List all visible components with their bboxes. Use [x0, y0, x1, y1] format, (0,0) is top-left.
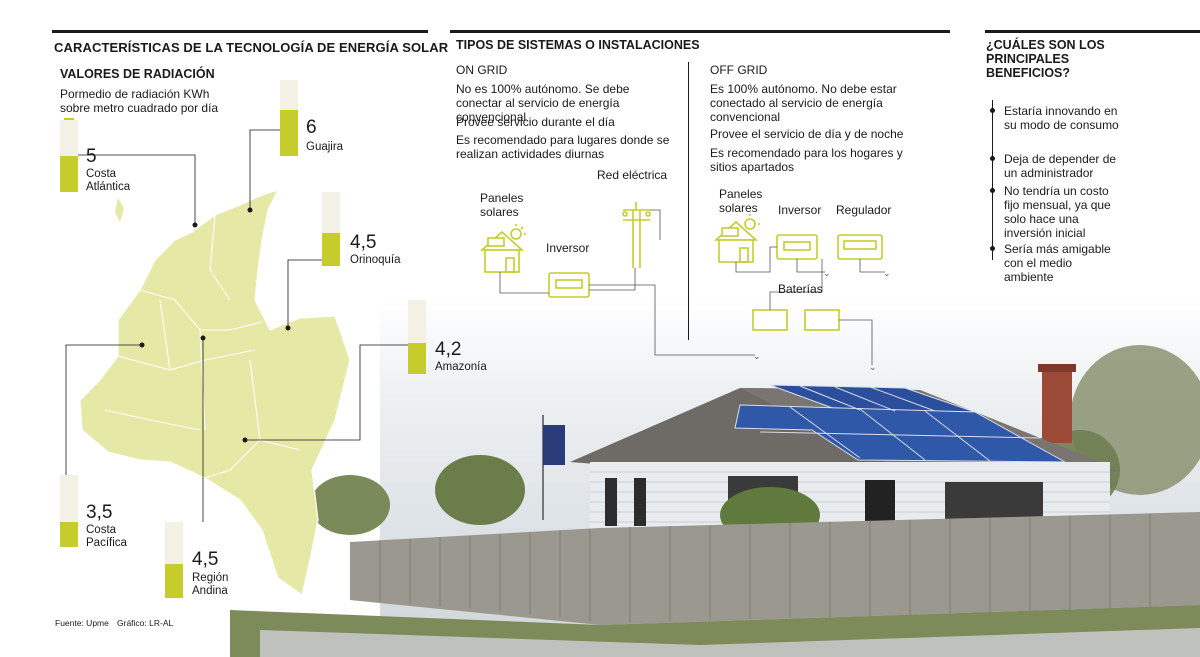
graphic-credit: Gráfico: LR-AL [117, 618, 174, 628]
window [634, 478, 646, 526]
bullet-icon [990, 156, 995, 161]
bar-fill [280, 110, 298, 156]
road [260, 628, 1200, 657]
benefit-item: Estaría innovando en su modo de consumo [1004, 104, 1119, 132]
sun-icon [744, 214, 760, 230]
window [605, 478, 617, 526]
grid-label: Red eléctrica [597, 168, 668, 182]
bullet-icon [990, 246, 995, 251]
benefits-heading: ¿CUÁLES SON LOS PRINCIPALES BENEFICIOS? [986, 38, 1105, 80]
solar-panels [734, 384, 1066, 463]
on-grid-point: Es recomendado para lugares donde se rea… [456, 133, 670, 161]
bar-fill [408, 342, 426, 374]
bar-fill [60, 156, 78, 192]
region-value: 6 [306, 117, 317, 138]
region-name: Costa Atlántica [86, 168, 131, 193]
bar-track [60, 120, 78, 192]
radiation-heading: VALORES DE RADIACIÓN [60, 67, 215, 81]
chimney [1042, 368, 1072, 443]
fence [350, 512, 1200, 625]
regulator-label: Regulador [836, 203, 892, 217]
on-grid-point: No es 100% autónomo. Se debe conectar al… [456, 82, 630, 124]
svg-text:⌄: ⌄ [823, 268, 831, 278]
bar-fill [60, 521, 78, 547]
tree [310, 475, 390, 535]
bar-track [408, 300, 426, 374]
region-name: Orinoquía [350, 254, 401, 266]
bar-fill [165, 563, 183, 598]
callout-lines [65, 129, 408, 522]
svg-text:⌄: ⌄ [869, 362, 877, 372]
bar-track [60, 475, 78, 547]
svg-text:⌄: ⌄ [883, 268, 891, 278]
svg-text:⌄: ⌄ [753, 351, 761, 361]
battery-icon [752, 309, 788, 331]
system-diagrams: ⌄ ⌄ ⌄ ⌄ [479, 202, 891, 372]
inverter-icon [548, 272, 590, 298]
page-title: CARACTERÍSTICAS DE LA TECNOLOGÍA DE ENER… [54, 40, 449, 55]
off-grid-point: Es 100% autónomo. No debe estar conectad… [710, 82, 897, 124]
column-divider [688, 62, 689, 340]
on-grid-panels-label: Paneles solares [480, 191, 524, 219]
benefits-rule [985, 30, 1200, 33]
off-grid-point: Provee el servicio de día y de noche [710, 127, 904, 141]
title-rule [52, 30, 428, 33]
region-name: Costa Pacífica [86, 524, 127, 549]
radiation-legend: Pormedio de radiación KWh sobre metro cu… [60, 87, 230, 129]
region-name: Guajira [306, 141, 344, 153]
legend-text: Pormedio de radiación KWh sobre metro cu… [60, 87, 219, 115]
region-value: 3,5 [86, 502, 113, 523]
house-icon [479, 230, 525, 273]
benefit-item: Deja de depender de un administrador [1004, 152, 1117, 180]
sun-icon [510, 224, 526, 240]
off-grid-inverter-label: Inversor [778, 203, 822, 217]
bullet-icon [990, 188, 995, 193]
off-grid-point: Es recomendado para los hogares y sitios… [710, 146, 903, 174]
off-grid-title: OFF GRID [710, 63, 768, 77]
region-value: 4,2 [435, 339, 462, 360]
on-grid-inverter-label: Inversor [546, 241, 590, 255]
region-value: 4,5 [350, 232, 377, 253]
bar-fill [322, 232, 340, 266]
region-value: 5 [86, 146, 97, 167]
on-grid-point: Provee servicio durante el día [456, 115, 615, 129]
benefit-item: No tendría un costo fijo mensual, ya que… [1004, 184, 1111, 240]
bullet-icon [990, 108, 995, 113]
battery-icon [804, 309, 840, 331]
source-note: Fuente: Upme [55, 618, 109, 628]
bar-track [322, 192, 340, 266]
region-name: Amazonía [435, 361, 487, 373]
benefits-line [992, 100, 993, 260]
island [115, 198, 124, 222]
tree [435, 455, 525, 525]
systems-heading: TIPOS DE SISTEMAS O INSTALACIONES [456, 38, 700, 52]
region-value: 4,5 [192, 549, 219, 570]
colombia-map [65, 129, 408, 597]
off-grid-panels-label: Paneles solares [719, 187, 763, 215]
benefit-item: Sería más amigable con el medio ambiente [1004, 242, 1111, 284]
bar-track [280, 80, 298, 156]
systems-rule [450, 30, 950, 33]
region-name: Región Andina [192, 572, 229, 597]
power-tower-icon [622, 202, 651, 268]
on-grid-title: ON GRID [456, 63, 508, 77]
flag [543, 425, 565, 465]
inverter-icon [776, 234, 818, 260]
batteries-label: Baterías [778, 282, 823, 296]
bar-track [165, 522, 183, 598]
house-icon [713, 220, 759, 263]
map-shape [79, 189, 351, 597]
